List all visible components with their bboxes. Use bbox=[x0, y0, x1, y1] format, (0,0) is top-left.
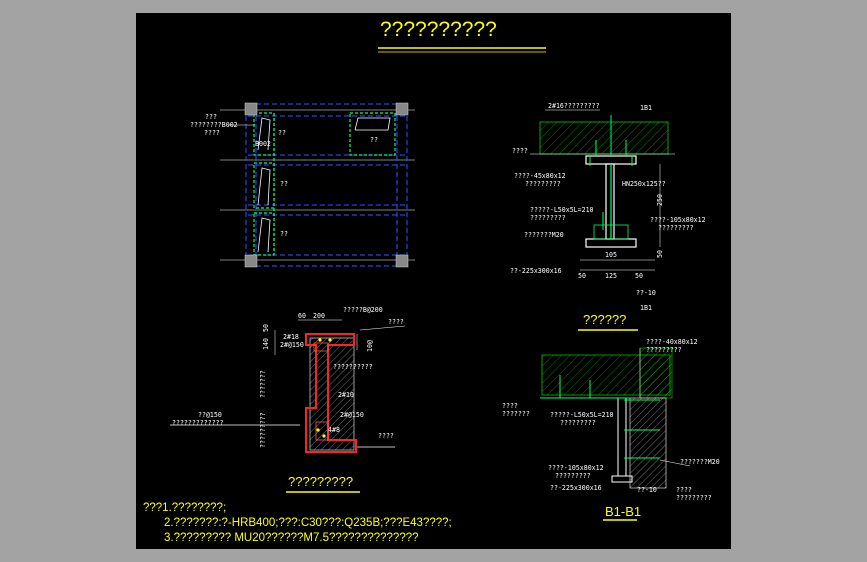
beam-b2: 250 bbox=[656, 194, 664, 206]
note-2: 2.???????:?-HRB400;???:C30???:Q235B;???E… bbox=[164, 517, 452, 529]
b1-a2: ????????? bbox=[646, 346, 682, 354]
note-1: ???1.????????; bbox=[143, 502, 226, 514]
beam-b5: ??-10 bbox=[636, 289, 656, 297]
section-b1-b1: ????-40x80x12 ????????? ???? ??????? ???… bbox=[502, 338, 720, 521]
sec-dim-140: 140 bbox=[262, 338, 270, 350]
b1-a1: ????-40x80x12 bbox=[646, 338, 698, 346]
beam-b4: ????????? bbox=[658, 224, 694, 232]
beam-d105: 105 bbox=[605, 251, 617, 259]
plan-view: ??? ????????B002 ???? B002 ?? ?? ?? ?? bbox=[190, 102, 415, 268]
general-notes: ???1.????????; 2.???????:?-HRB400;???:C3… bbox=[143, 502, 452, 544]
sec-top-label: ?????B@200 bbox=[343, 306, 383, 314]
drawing-title-block: ?????????? bbox=[378, 18, 546, 53]
plan-label-tl3: ???? bbox=[204, 129, 220, 137]
beam-a4: ????????? bbox=[525, 180, 561, 188]
sec-vert2: ????????? bbox=[259, 412, 267, 448]
sec-dim-50: 50 bbox=[262, 324, 270, 332]
wall-detail-section: 60 200 ?????B@200 ???? 140 50 2#18 2#@15… bbox=[170, 306, 406, 493]
b1-r3: ????????? bbox=[676, 494, 712, 502]
beam-a2: ???? bbox=[512, 147, 528, 155]
column-bl bbox=[244, 254, 258, 268]
beam-a7: ???????M20 bbox=[524, 231, 564, 239]
beam-d125: 125 bbox=[605, 272, 617, 280]
beam-a1: 2#16????????? bbox=[548, 102, 600, 110]
b1-a8: ????????? bbox=[555, 472, 591, 480]
sec-r2: 10@ bbox=[366, 340, 374, 352]
beam-d50c: 50 bbox=[656, 250, 664, 258]
sec-r4: 2#10 bbox=[338, 391, 354, 399]
beam-caption: ?????? bbox=[583, 312, 626, 327]
sec-dim-200: 200 bbox=[313, 312, 325, 320]
b1-a5: ?????-L50x5L=210 bbox=[550, 411, 614, 419]
beam-a6: ????????? bbox=[530, 214, 566, 222]
plan-label-m2: ?? bbox=[280, 180, 288, 188]
b1-a10: ??-10 bbox=[637, 486, 657, 494]
b1-caption: B1-B1 bbox=[605, 504, 641, 519]
beam-a3: ????-45x80x12 bbox=[514, 172, 566, 180]
beam-tag-top: 1B1 bbox=[640, 104, 652, 112]
plan-label-m3: ?? bbox=[280, 230, 288, 238]
plan-label-m1: ?? bbox=[278, 129, 286, 137]
beam-a5: ?????-L50x5L=210 bbox=[530, 206, 594, 214]
beam-b3: ????-105x80x12 bbox=[650, 216, 706, 224]
b1-r1: ???????M20 bbox=[680, 458, 720, 466]
plan-label-tl2: ????????B002 bbox=[190, 121, 238, 129]
plan-label-tl4: B002 bbox=[255, 140, 271, 148]
beam-tag-bot: 1B1 bbox=[640, 304, 652, 312]
beam-a8: ??-225x300x16 bbox=[510, 267, 562, 275]
beam-d50a: 50 bbox=[578, 272, 586, 280]
sec-left1: ??@150 bbox=[198, 411, 222, 419]
sec-dim-60: 60 bbox=[298, 312, 306, 320]
plan-label-tr1: ?? bbox=[370, 136, 378, 144]
sec-r1: ???? bbox=[388, 318, 404, 326]
b1-r2: ???? bbox=[676, 486, 692, 494]
b1-a4: ??????? bbox=[502, 410, 530, 418]
drawing-title: ?????????? bbox=[380, 18, 497, 41]
sec-r7: ???? bbox=[378, 432, 394, 440]
sec-r5: 2#@150 bbox=[340, 411, 364, 419]
beam-d50b: 50 bbox=[635, 272, 643, 280]
sec-caption: ????????? bbox=[288, 474, 353, 489]
b1-a9: ??-225x300x16 bbox=[550, 484, 602, 492]
sec-l2: 2#@150 bbox=[280, 341, 304, 349]
sec-left2: ????????????? bbox=[172, 419, 224, 427]
sec-l1: 2#18 bbox=[283, 333, 299, 341]
column-tr bbox=[395, 102, 409, 116]
b1-a7: ????-105x80x12 bbox=[548, 464, 604, 472]
sec-vert1: ??????? bbox=[259, 370, 267, 398]
column-br bbox=[395, 254, 409, 268]
b1-a6: ????????? bbox=[560, 419, 596, 427]
column-tl bbox=[244, 102, 258, 116]
b1-a3: ???? bbox=[502, 402, 518, 410]
sec-r3: ?????????? bbox=[333, 363, 373, 371]
note-3: 3.????????? MU20??????M7.5?????????????? bbox=[164, 532, 419, 544]
beam-b1: HN250x125?? bbox=[622, 180, 666, 188]
plan-label-tl1: ??? bbox=[205, 113, 217, 121]
beam-section-1b1: 1B1 1B1 2#16????????? ???? ????-45x80x12… bbox=[510, 102, 706, 331]
sec-r6: 4#8 bbox=[328, 426, 340, 434]
